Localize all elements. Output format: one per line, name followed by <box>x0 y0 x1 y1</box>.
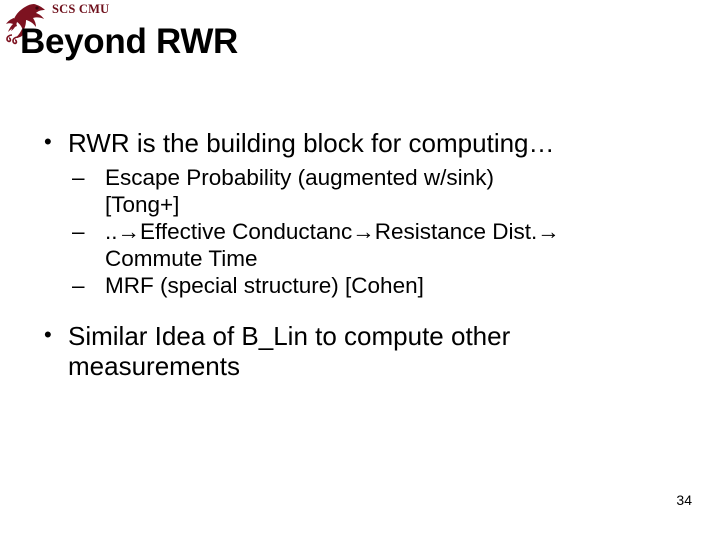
bullet-level2: – Escape Probability (augmented w/sink) … <box>0 164 720 218</box>
bullet-level1-text: RWR is the building block for computing… <box>68 128 555 158</box>
logo-text: SCS CMU <box>52 2 110 16</box>
bullet-level1-continuation: measurements <box>68 351 240 382</box>
bullet-level1: • Similar Idea of B_Lin to compute other… <box>0 321 720 381</box>
scs-cmu-logo: SCS CMU <box>4 0 134 46</box>
bullet-marker-dash: – <box>72 219 85 245</box>
bullet-level2-continuation: Commute Time <box>105 246 258 272</box>
bullet-level1-text: Similar Idea of B_Lin to compute other <box>68 321 511 352</box>
bullet-level2: – MRF (special structure) [Cohen] <box>0 272 720 299</box>
page-title: Beyond RWR <box>20 22 239 61</box>
slide-body: • RWR is the building block for computin… <box>0 128 720 383</box>
bullet-level2-text: Escape Probability (augmented w/sink) <box>105 165 494 191</box>
bullet-marker-dash: – <box>72 165 85 191</box>
bullet-level2-continuation: [Tong+] <box>105 192 180 218</box>
bullet-marker-dash: – <box>72 273 85 299</box>
bullet-level2-text: MRF (special structure) [Cohen] <box>105 273 424 299</box>
sub-bullet-group: – Escape Probability (augmented w/sink) … <box>0 164 720 299</box>
bullet-level2-text: ..→Effective Conductanc→Resistance Dist.… <box>105 219 560 245</box>
bullet-marker-dot: • <box>44 322 52 348</box>
bullet-marker-dot: • <box>44 129 52 154</box>
page-number: 34 <box>676 492 692 508</box>
cmu-scotty-mascot-icon <box>4 1 50 45</box>
bullet-level1: • RWR is the building block for computin… <box>0 128 720 158</box>
bullet-level2: – ..→Effective Conductanc→Resistance Dis… <box>0 218 720 272</box>
